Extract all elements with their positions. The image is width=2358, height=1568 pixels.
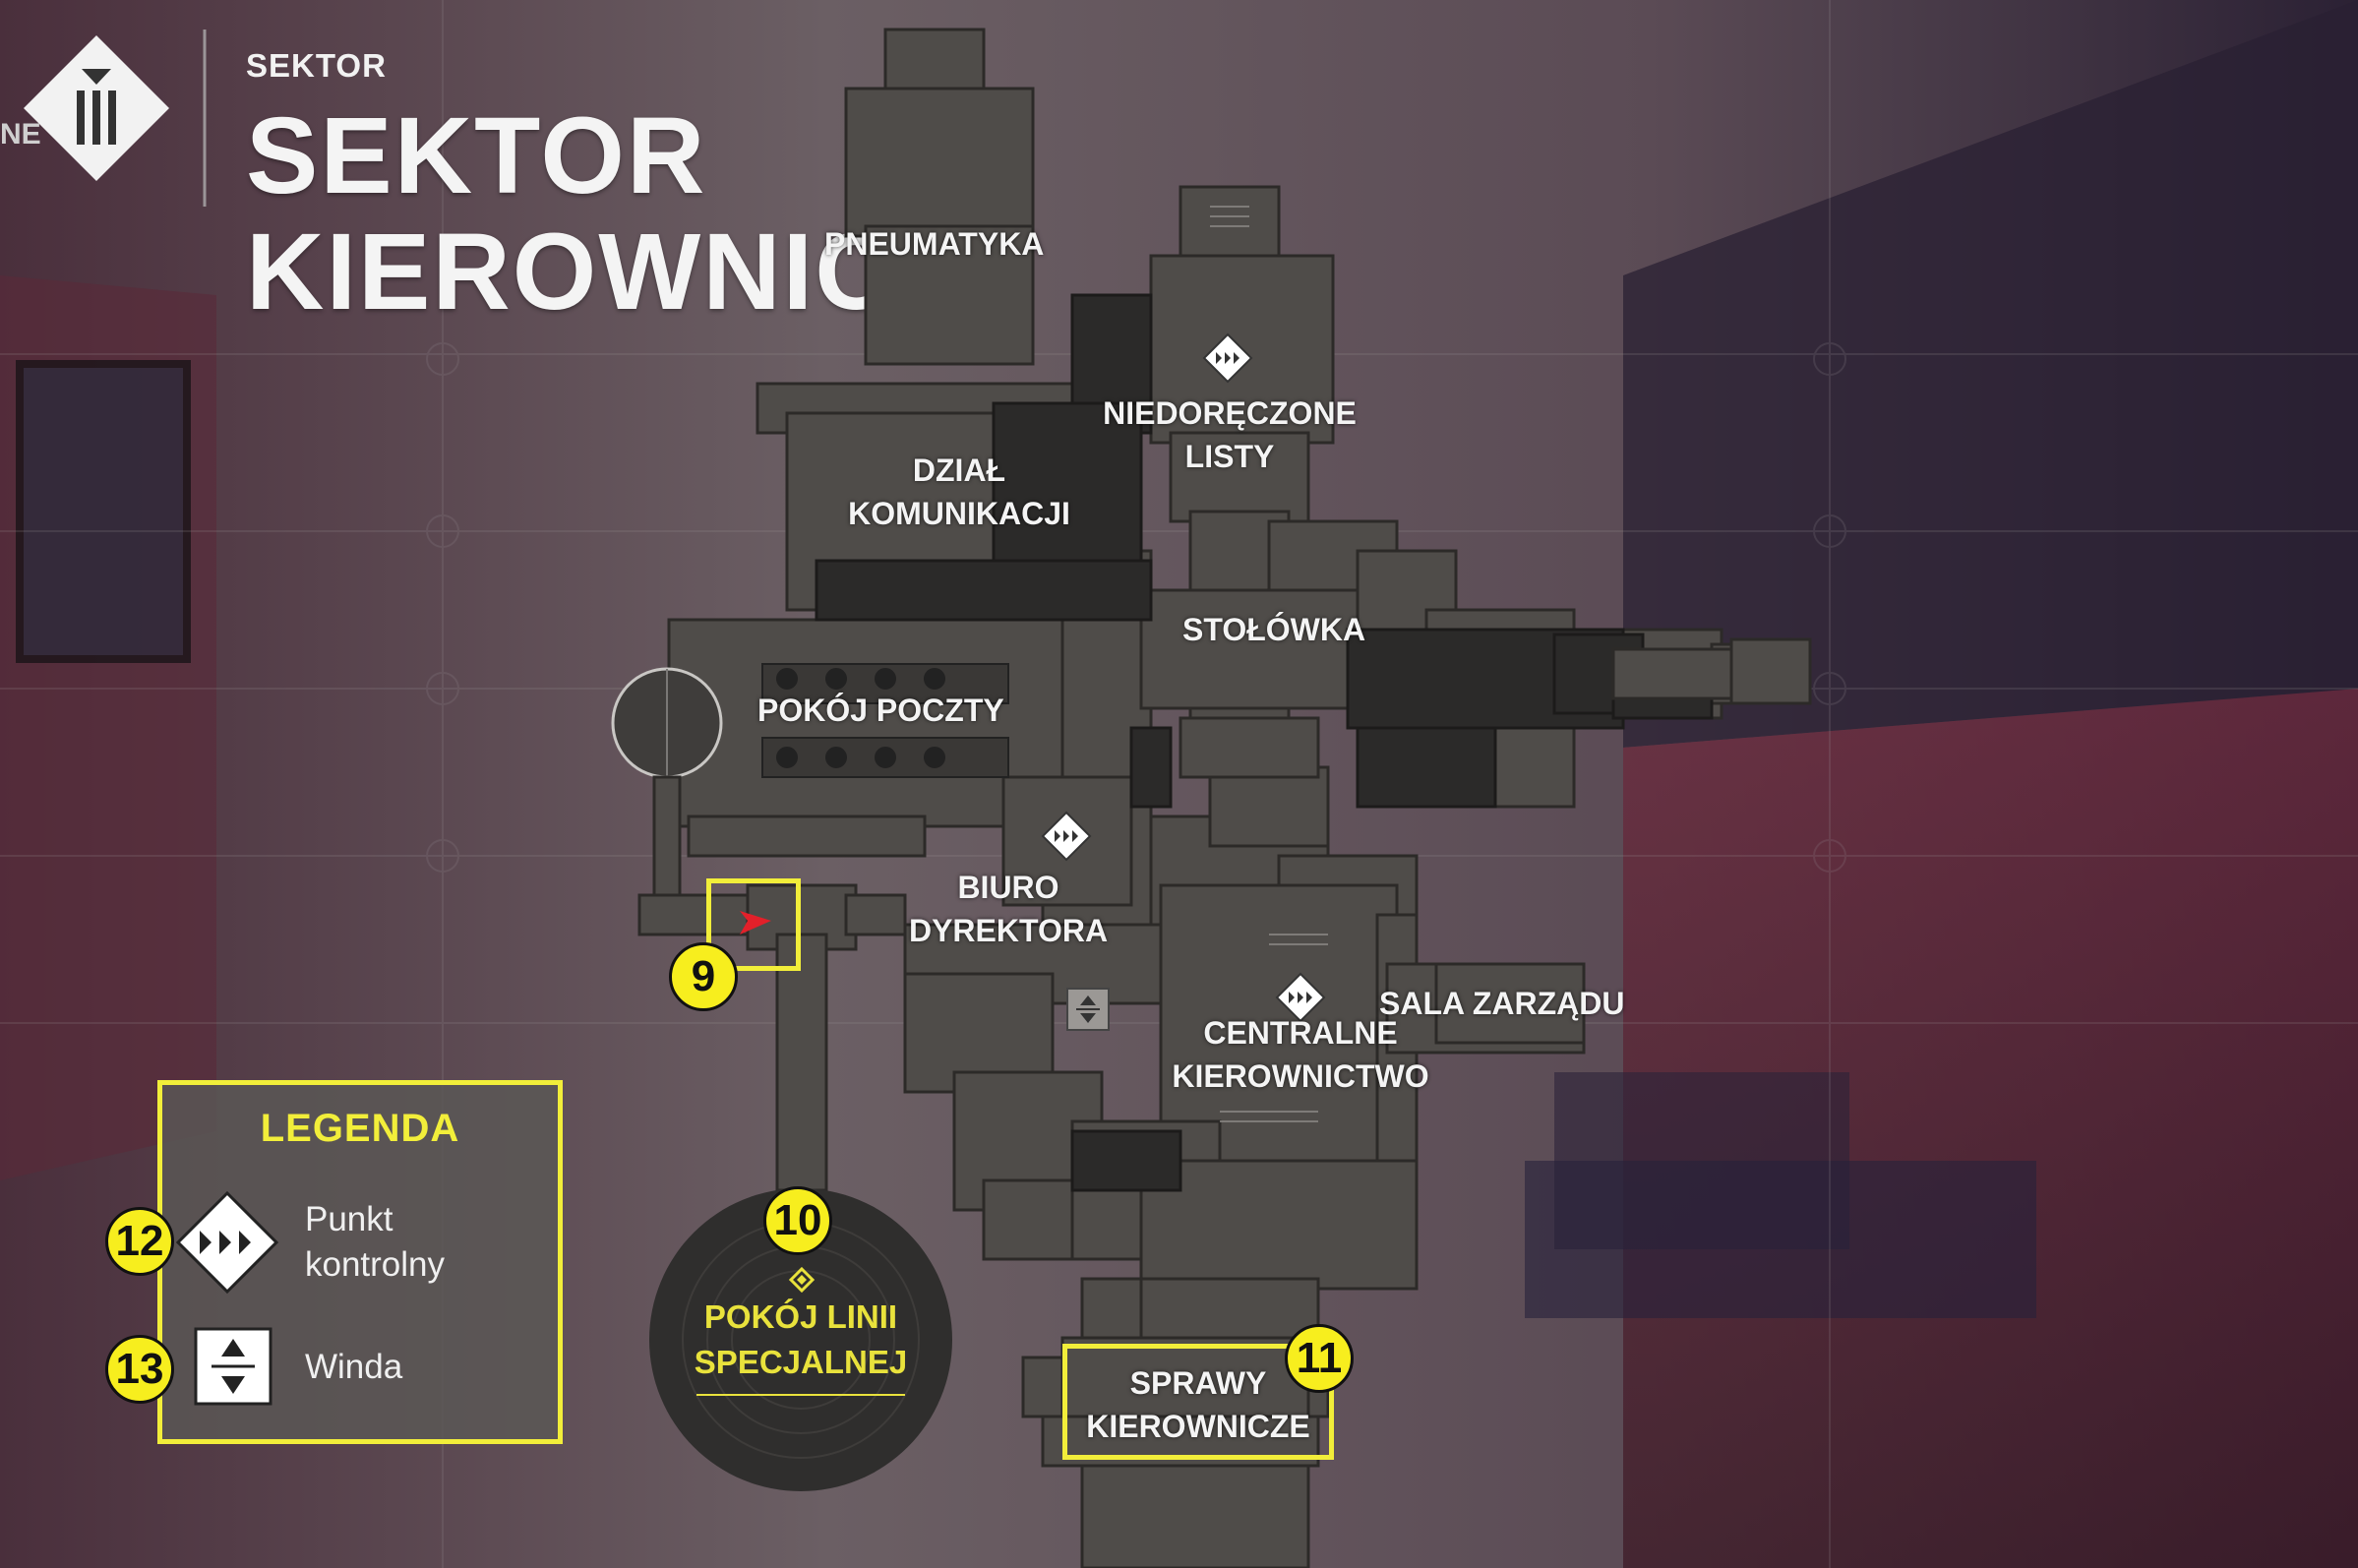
room-label-line: CENTRALNE (1203, 1015, 1398, 1051)
room-label-line: BIURO (957, 870, 1059, 905)
room-label-pneumatyka: PNEUMATYKA (824, 226, 1045, 262)
objective-diamond-icon (789, 1267, 815, 1293)
marker-11: 11 (1285, 1324, 1354, 1393)
room-label-centralne-kierownictwo: CENTRALNE KIEROWNICTWO (1153, 1011, 1448, 1098)
sector-subtitle: SEKTOR (246, 47, 387, 84)
sector-logo-icon (24, 35, 169, 181)
legend-number-12: 12 (105, 1207, 174, 1276)
room-label-niedoreczone-listy: NIEDORĘCZONE LISTY (1082, 392, 1377, 478)
player-position-icon (740, 911, 771, 935)
room-label-sala-zarzadu: SALA ZARZĄDU (1379, 986, 1625, 1021)
room-label-line: KOMUNIKACJI (848, 496, 1070, 531)
marker-10: 10 (763, 1186, 832, 1255)
room-label-line: SPECJALNEJ (694, 1344, 908, 1380)
legend-label-checkpoint: Punkt kontrolny (305, 1197, 445, 1288)
legend-title: LEGENDA (260, 1107, 460, 1150)
room-label-dzial-komunikacji: DZIAŁ KOMUNIKACJI (826, 449, 1092, 535)
room-label-sprawy-kierownicze: SPRAWY KIEROWNICZE (1072, 1361, 1324, 1448)
room-label-line: KIEROWNICZE (1086, 1409, 1310, 1444)
legend-label-line: kontrolny (305, 1245, 446, 1284)
room-label-line: NIEDORĘCZONE (1103, 395, 1357, 431)
legend-number-13: 13 (105, 1335, 174, 1404)
sector-title-line1: SEKTOR (246, 95, 707, 216)
room-label-stolowka: STOŁÓWKA (1182, 612, 1366, 647)
room-label-line: SPRAWY (1129, 1365, 1267, 1401)
previous-sector-label[interactable]: NE (0, 118, 41, 151)
checkpoint-icon[interactable] (1041, 811, 1092, 862)
legend-label-line: Punkt (305, 1200, 393, 1238)
room-label-line: KIEROWNICTWO (1172, 1058, 1429, 1094)
room-label-line: DZIAŁ (912, 452, 1006, 488)
legend-label-elevator: Winda (305, 1348, 403, 1386)
room-label-line: LISTY (1184, 439, 1275, 474)
checkpoint-icon[interactable] (1202, 332, 1253, 384)
legend-panel: LEGENDA 12 Punkt kontrolny 13 Winda (105, 1080, 563, 1444)
special-line-room-label: POKÓJ LINII SPECJALNEJ (649, 1295, 952, 1385)
room-label-line: POKÓJ LINII (703, 1298, 898, 1335)
checkpoint-icon[interactable] (1275, 972, 1326, 1023)
highlight-location-11 (1062, 1344, 1334, 1460)
highlight-location-9 (706, 878, 801, 971)
elevator-icon (194, 1327, 272, 1406)
marker-9: 9 (669, 942, 738, 1011)
room-label-line: DYREKTORA (908, 913, 1109, 948)
elevator-icon[interactable] (1066, 988, 1110, 1031)
checkpoint-icon (175, 1190, 279, 1295)
room-label-biuro-dyrektora: BIURO DYREKTORA (885, 866, 1131, 952)
room-label-pokoj-poczty: POKÓJ POCZTY (757, 693, 1004, 728)
